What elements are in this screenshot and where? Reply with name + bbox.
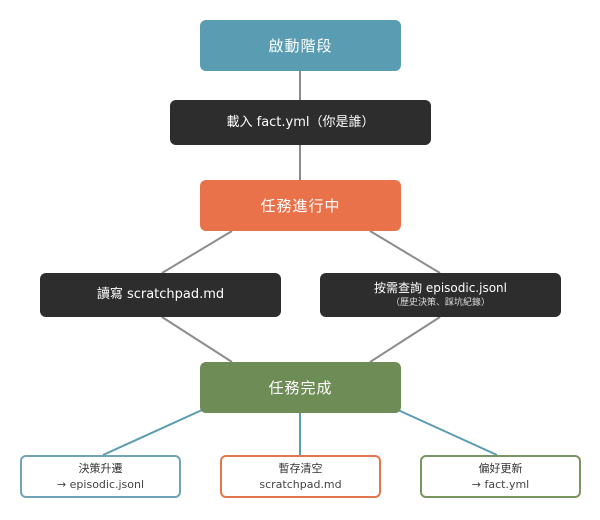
clear-temp-sublabel: scratchpad.md bbox=[259, 478, 342, 491]
in-progress-stage-label: 任務進行中 bbox=[260, 196, 341, 215]
load-fact-label: 載入 fact.yml（你是誰） bbox=[226, 114, 375, 130]
clear-temp-node: 暫存清空 scratchpad.md bbox=[220, 455, 381, 498]
connector-done-to-promote bbox=[102, 409, 203, 456]
in-progress-stage-node: 任務進行中 bbox=[200, 180, 401, 231]
query-episodic-sublabel: （歷史決策、踩坑紀錄） bbox=[390, 298, 490, 309]
promote-decision-node: 決策升遷 → episodic.jsonl bbox=[20, 455, 181, 498]
update-preference-node: 偏好更新 → fact.yml bbox=[420, 455, 581, 498]
done-stage-label: 任務完成 bbox=[268, 378, 333, 397]
connector-query-to-done bbox=[369, 316, 441, 363]
promote-decision-sublabel: → episodic.jsonl bbox=[56, 478, 145, 491]
read-scratchpad-node: 讀寫 scratchpad.md bbox=[40, 273, 281, 317]
query-episodic-node: 按需查詢 episodic.jsonl （歷史決策、踩坑紀錄） bbox=[320, 273, 561, 317]
load-fact-node: 載入 fact.yml（你是誰） bbox=[170, 100, 431, 145]
read-scratchpad-label: 讀寫 scratchpad.md bbox=[96, 287, 225, 303]
start-stage-label: 啟動階段 bbox=[268, 36, 333, 55]
update-preference-sublabel: → fact.yml bbox=[471, 478, 530, 491]
promote-decision-label: 決策升遷 bbox=[78, 461, 123, 475]
clear-temp-label: 暫存清空 bbox=[278, 461, 323, 475]
done-stage-node: 任務完成 bbox=[200, 362, 401, 413]
connector-read-to-done bbox=[161, 316, 233, 363]
connector-progress-to-read bbox=[161, 230, 233, 274]
query-episodic-label: 按需查詢 episodic.jsonl bbox=[374, 280, 507, 295]
update-preference-label: 偏好更新 bbox=[478, 461, 523, 475]
connector-done-to-update bbox=[397, 409, 498, 456]
start-stage-node: 啟動階段 bbox=[200, 20, 401, 71]
connector-progress-to-query bbox=[369, 230, 441, 274]
